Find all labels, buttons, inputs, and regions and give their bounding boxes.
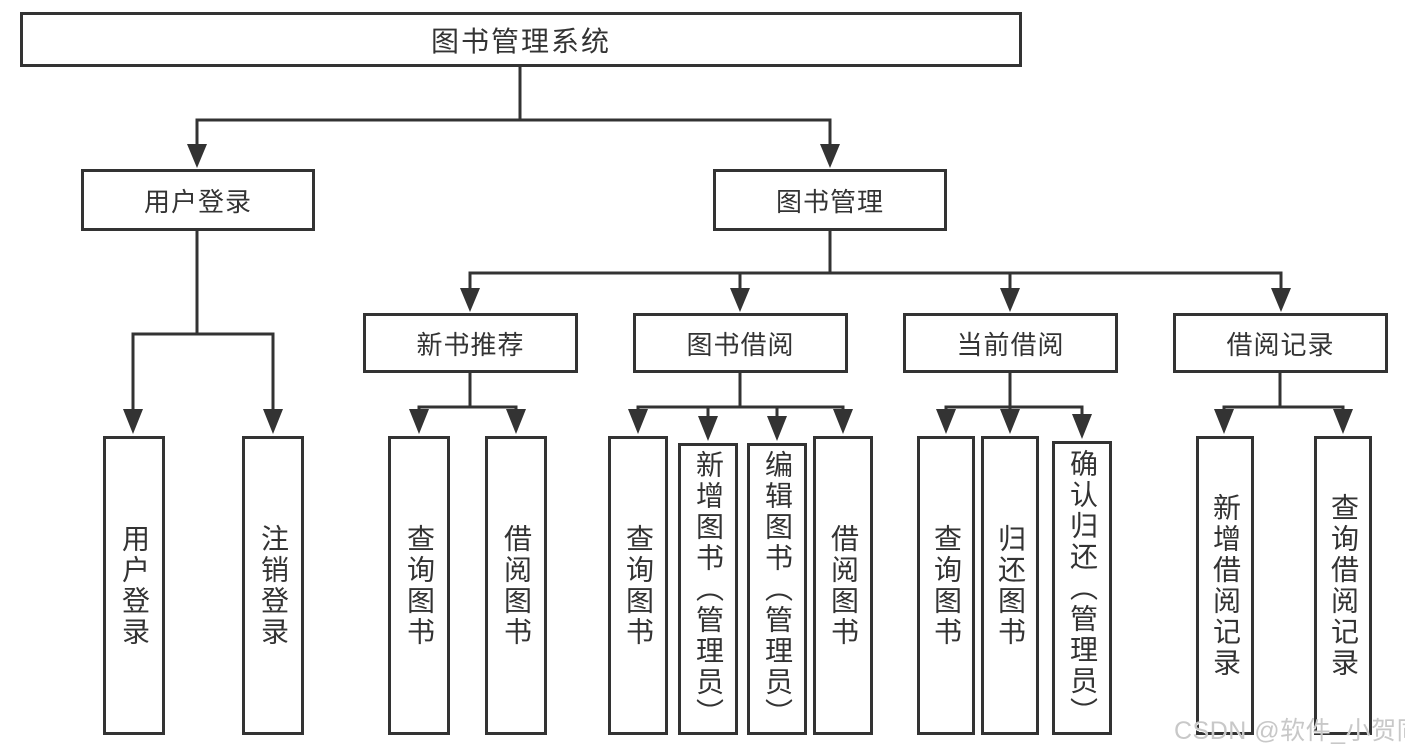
node-borrow-records: 借阅记录 [1173, 313, 1388, 373]
leaf-user-login: 用户登录 [103, 436, 165, 735]
node-borrow-records-label: 借阅记录 [1226, 329, 1335, 360]
leaf-confirm-return-admin: 确认归还（管理员） [1052, 441, 1112, 735]
leaf-user-login-label: 用户登录 [119, 523, 150, 648]
leaf-return-book-label: 归还图书 [995, 523, 1026, 648]
leaf-query-borrow-record-label: 查询借阅记录 [1328, 492, 1359, 679]
leaf-query-book-recommend-label: 查询图书 [404, 523, 435, 648]
leaf-add-book-admin-label: 新增图书（管理员） [693, 449, 724, 729]
node-user-login: 用户登录 [81, 169, 315, 231]
node-current-borrow-label: 当前借阅 [956, 329, 1065, 360]
node-user-login-label: 用户登录 [143, 186, 252, 217]
leaf-add-borrow-record: 新增借阅记录 [1196, 436, 1254, 735]
leaf-borrow-book: 借阅图书 [813, 436, 873, 735]
leaf-borrow-book-recommend-label: 借阅图书 [501, 523, 532, 648]
node-book-management: 图书管理 [713, 169, 947, 231]
leaf-logout-label: 注销登录 [258, 523, 289, 648]
node-new-book-recommend-label: 新书推荐 [416, 329, 525, 360]
leaf-query-book-borrow-label: 查询图书 [623, 523, 654, 648]
leaf-query-book-borrow: 查询图书 [608, 436, 668, 735]
leaf-logout: 注销登录 [242, 436, 304, 735]
leaf-query-book-current: 查询图书 [917, 436, 975, 735]
leaf-edit-book-admin: 编辑图书（管理员） [747, 443, 807, 735]
node-root-label: 图书管理系统 [430, 25, 611, 57]
node-new-book-recommend: 新书推荐 [363, 313, 578, 373]
leaf-add-book-admin: 新增图书（管理员） [678, 443, 738, 735]
leaf-borrow-book-recommend: 借阅图书 [485, 436, 547, 735]
leaf-edit-book-admin-label: 编辑图书（管理员） [762, 449, 793, 729]
leaf-return-book: 归还图书 [981, 436, 1039, 735]
node-book-management-label: 图书管理 [775, 186, 884, 217]
node-book-borrow-label: 图书借阅 [686, 329, 795, 360]
node-current-borrow: 当前借阅 [903, 313, 1118, 373]
leaf-query-borrow-record: 查询借阅记录 [1314, 436, 1372, 735]
leaf-query-book-current-label: 查询图书 [931, 523, 962, 648]
node-book-borrow: 图书借阅 [633, 313, 848, 373]
leaf-borrow-book-label: 借阅图书 [828, 523, 859, 648]
csdn-watermark: CSDN @软件_小贺同学 [1174, 717, 1405, 745]
leaf-add-borrow-record-label: 新增借阅记录 [1210, 492, 1241, 679]
leaf-query-book-recommend: 查询图书 [388, 436, 450, 735]
node-root-system: 图书管理系统 [20, 12, 1022, 67]
leaf-confirm-return-admin-label: 确认归还（管理员） [1067, 448, 1098, 728]
